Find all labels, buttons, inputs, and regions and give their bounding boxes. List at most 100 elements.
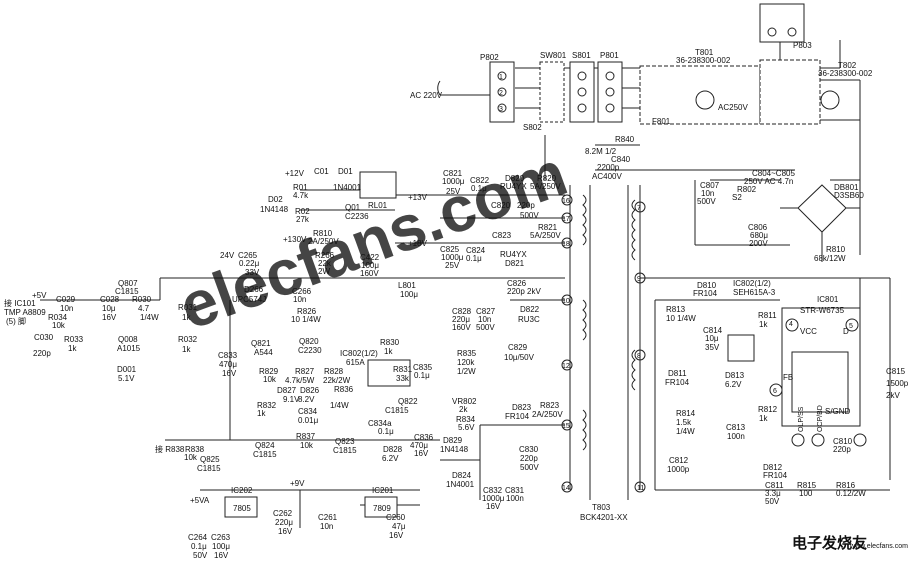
- pin-fb-label: FB: [783, 373, 793, 382]
- d821-label: D821: [505, 259, 525, 268]
- ic201-label: IC201: [372, 486, 394, 495]
- d822-value: RU3C: [518, 315, 540, 324]
- q01-value: C2236: [345, 212, 369, 221]
- c01-label: C01: [314, 167, 329, 176]
- c813-value: 100n: [727, 432, 745, 441]
- c030-label: C030: [34, 333, 54, 342]
- c831-value: 100n: [506, 494, 524, 503]
- r813-value: 10 1/4W: [666, 314, 696, 323]
- d820-value: RU4YX: [500, 182, 527, 191]
- r810-label: R810: [826, 245, 846, 254]
- d829-value: 1N4148: [440, 445, 469, 454]
- d266-label: D266: [244, 285, 264, 294]
- p803-label: P803: [793, 41, 812, 50]
- c840-value: 2200p: [597, 163, 620, 172]
- f801-label: F801: [652, 117, 671, 126]
- c825-voltage: 25V: [445, 261, 460, 270]
- d02-value: 1N4148: [260, 205, 289, 214]
- r816-label: R816: [836, 481, 856, 490]
- d01-label: D01: [338, 167, 353, 176]
- c422-voltage: 160V: [360, 269, 379, 278]
- c834a-value: 0.1μ: [378, 427, 394, 436]
- vr802-label: VR802: [452, 397, 477, 406]
- c263-label: C263: [211, 533, 231, 542]
- pin-number: 17: [562, 216, 570, 223]
- r814-power: 1/4W: [676, 427, 695, 436]
- pin-ocp-label: OCP/BD: [817, 405, 824, 432]
- c807-value: 10n: [701, 189, 714, 198]
- c262-voltage: 16V: [278, 527, 293, 536]
- c840-label: C840: [611, 155, 631, 164]
- c811-value: 3.3μ: [765, 489, 781, 498]
- ic802-label: IC802(1/2): [733, 279, 771, 288]
- q825-value: C1815: [197, 464, 221, 473]
- d810-value: FR104: [693, 289, 718, 298]
- s801-connector: [569, 61, 595, 123]
- c261-label: C261: [318, 513, 338, 522]
- r835-power: 1/2W: [457, 367, 476, 376]
- c830-label: C830: [519, 445, 539, 454]
- q823-value: C1815: [333, 446, 357, 455]
- c832-voltage: 16V: [486, 502, 501, 511]
- sw801-label: SW801: [540, 51, 567, 60]
- c821-label: C821: [443, 169, 463, 178]
- c807-label: C807: [700, 181, 720, 190]
- pin-vcc-label: VCC: [800, 327, 817, 336]
- r836-label: R836: [334, 385, 354, 394]
- c806-label: C806: [748, 223, 768, 232]
- d001-value: 5.1V: [118, 374, 135, 383]
- r033-value: 1k: [68, 344, 77, 353]
- r831-value: 33k: [396, 374, 410, 383]
- c828-voltage: 160V: [452, 323, 471, 332]
- db801-bridge: [780, 184, 860, 262]
- d001-label: D001: [117, 365, 137, 374]
- conn-ic101-part: TMP A8809: [4, 308, 46, 317]
- d826-value: 8.2V: [298, 395, 315, 404]
- plus18v-label: +18V: [408, 239, 428, 248]
- c834-label: C834: [298, 407, 318, 416]
- conn-ic101-label: 接 IC101: [4, 298, 36, 308]
- r835-value: 120k: [457, 358, 475, 367]
- c814-value: 10μ: [705, 334, 719, 343]
- c826-label: C826: [507, 279, 527, 288]
- r834-label: R834: [456, 415, 476, 424]
- d824-label: D824: [452, 471, 472, 480]
- pin-number: 4: [789, 321, 793, 328]
- r813-label: R813: [666, 305, 686, 314]
- plus13v-label: +13V: [408, 193, 428, 202]
- c806-value: 680μ: [750, 231, 768, 240]
- c422-value: 100μ: [361, 261, 379, 270]
- ic802-2-value: 615A: [346, 358, 365, 367]
- r266-label: R266: [315, 251, 335, 260]
- r832-value: 1k: [257, 409, 266, 418]
- q825-label: Q825: [200, 455, 220, 464]
- ic802-optocoupler: [367, 334, 755, 387]
- ic802-2-label: IC802(1/2): [340, 349, 378, 358]
- c261-value: 10n: [320, 522, 333, 531]
- c265-label: C265: [238, 251, 258, 260]
- pin-number: 8: [637, 353, 641, 360]
- d823-label: D823: [512, 403, 532, 412]
- d01-value: 1N4001: [333, 183, 362, 192]
- c822-value: 0.1μ: [471, 184, 487, 193]
- r831-label: R831: [393, 365, 413, 374]
- c836-value: 470μ: [410, 441, 428, 450]
- c835-value: 0.1μ: [414, 371, 430, 380]
- q823-label: Q823: [335, 437, 355, 446]
- d811-value: FR104: [665, 378, 690, 387]
- c266-label: C266: [292, 287, 312, 296]
- t803-label: T803: [592, 503, 611, 512]
- conn-ic101-pin: (5) 脚: [6, 316, 26, 326]
- r829-label: R829: [259, 367, 279, 376]
- c827-value: 10n: [478, 315, 491, 324]
- db801-label: DB801: [834, 183, 859, 192]
- d828-value: 6.2V: [382, 454, 399, 463]
- c029-value: 10n: [60, 304, 73, 313]
- c028-voltage: 16V: [102, 313, 117, 322]
- r821-value: 5A/250V: [530, 231, 561, 240]
- c827-label: C827: [476, 307, 496, 316]
- l801-value: 100μ: [400, 290, 418, 299]
- r838-value: 10k: [184, 453, 198, 462]
- c263-voltage: 16V: [214, 551, 229, 560]
- q821-value: A544: [254, 348, 273, 357]
